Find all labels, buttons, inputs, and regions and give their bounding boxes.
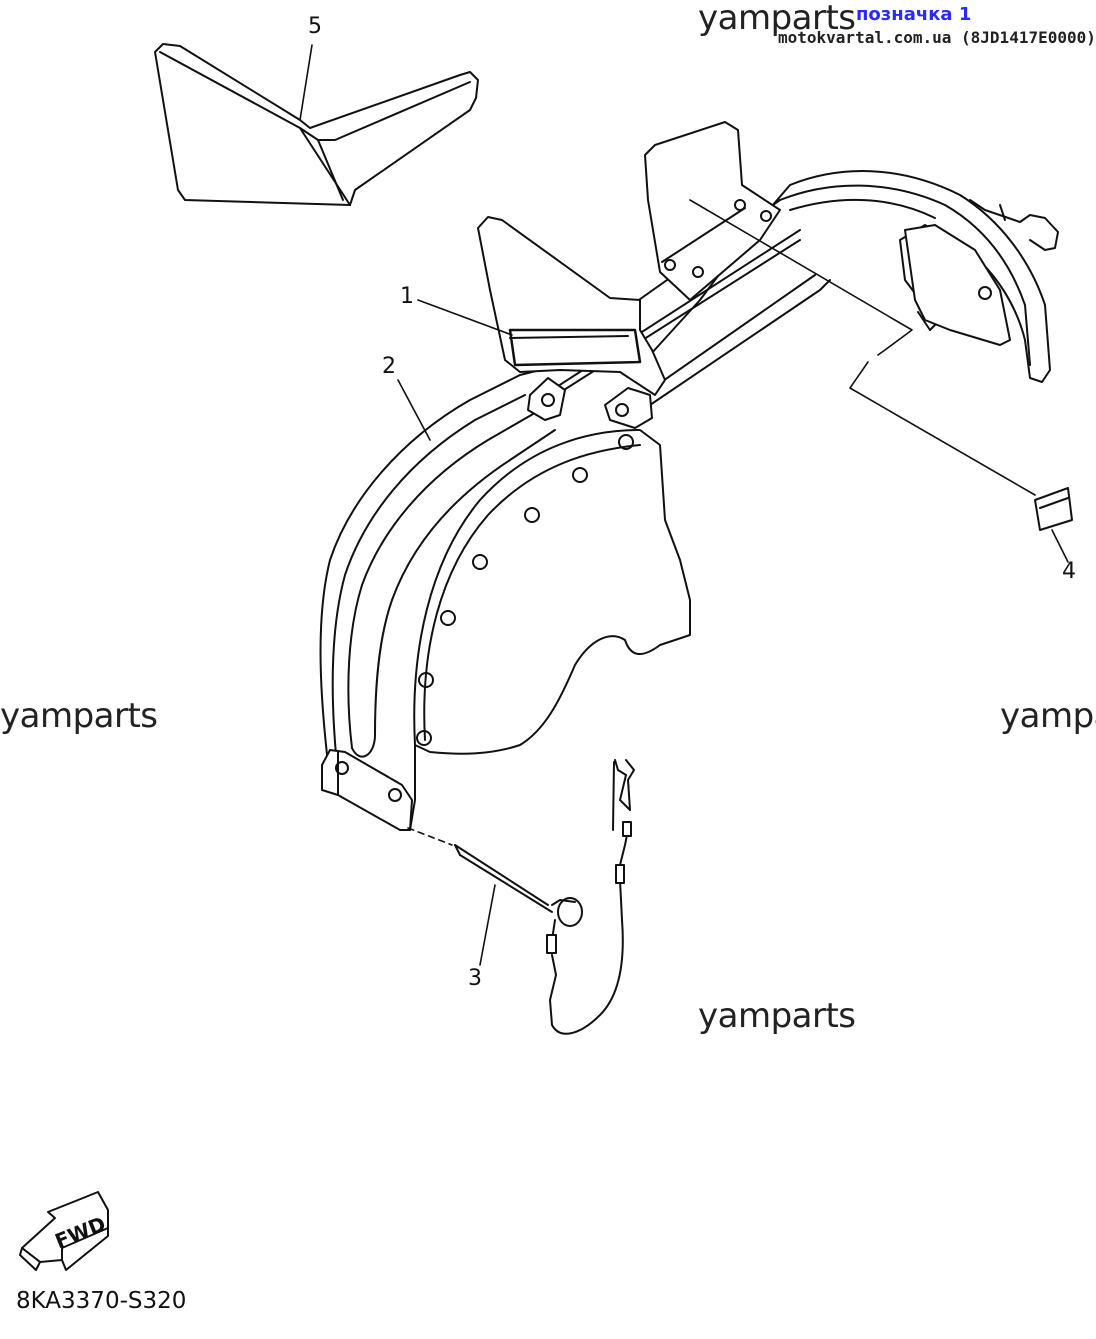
callout-5: 5 [308, 14, 322, 39]
leader-2 [397, 379, 431, 441]
part-3-pin [454, 759, 635, 1035]
mount-tabs [477, 121, 781, 429]
header-watermark: yamparts [698, 0, 856, 38]
part-4-decal [1034, 487, 1073, 531]
leader-3 [479, 884, 496, 966]
diagram-part-code: 8KA3370-S320 [16, 1288, 187, 1314]
watermark-right: yamparts [1000, 696, 1096, 736]
callout-1: 1 [400, 284, 414, 309]
watermark-left: yamparts [0, 696, 158, 736]
leader-decal-b [849, 361, 1036, 496]
leader-lines [299, 44, 1069, 966]
bookmark-link[interactable]: позначка 1 [856, 4, 972, 25]
leader-4 [1051, 529, 1069, 563]
part-1-label [508, 328, 642, 367]
callout-4: 4 [1062, 559, 1076, 584]
callout-2: 2 [382, 354, 396, 379]
site-reference: motokvartal.com.ua (8JD1417E0000) [778, 28, 1096, 47]
leader-decal-a [689, 199, 913, 356]
part-2-fender [319, 170, 1059, 831]
part-5-seat-pad [154, 43, 479, 206]
callout-3: 3 [468, 966, 482, 991]
watermark-bottom: yamparts [698, 996, 856, 1036]
fwd-arrow-icon [19, 1191, 109, 1271]
leader-5 [299, 44, 313, 121]
leader-1 [417, 299, 513, 336]
leader-pin-axis [407, 827, 453, 846]
